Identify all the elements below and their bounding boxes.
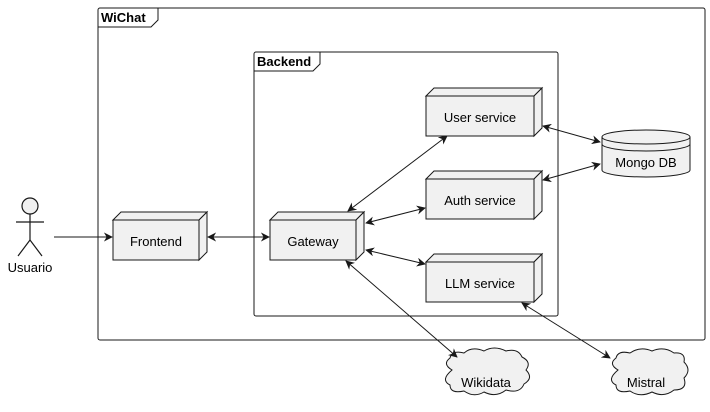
wikidata-cloud: Wikidata	[445, 347, 530, 396]
gateway-label: Gateway	[287, 234, 339, 249]
stick-figure-icon	[16, 197, 44, 257]
usuario-label: Usuario	[8, 260, 53, 275]
user-service-node: User service	[424, 86, 544, 138]
user-service-mongo-db-arrow	[542, 123, 601, 145]
gateway-node: Gateway	[268, 210, 366, 262]
gateway-llm-service-arrow	[365, 247, 426, 267]
gateway-wikidata-arrow	[345, 260, 458, 358]
gateway-user-service-arrow	[347, 135, 448, 212]
mistral-cloud: Mistral	[611, 348, 689, 396]
mistral-label: Mistral	[627, 375, 665, 390]
auth-service-label: Auth service	[444, 193, 516, 208]
gateway-auth-service-arrow	[365, 205, 426, 226]
llm-service-node: LLM service	[424, 252, 544, 304]
usuario-actor: Usuario	[8, 197, 53, 275]
llm-service-mistral-arrow	[521, 302, 611, 359]
mongo-db-database: Mongo DB	[601, 129, 691, 178]
auth-service-node: Auth service	[424, 169, 544, 221]
llm-service-label: LLM service	[445, 276, 515, 291]
frontend-node: Frontend	[111, 210, 209, 262]
cloud-icon	[611, 348, 689, 396]
cloud-icon	[445, 347, 530, 396]
wikidata-label: Wikidata	[461, 375, 512, 390]
frontend-label: Frontend	[130, 234, 182, 249]
user-service-label: User service	[444, 110, 516, 125]
connections	[54, 123, 611, 359]
backend-frame-title: Backend	[257, 54, 311, 69]
wichat-frame-title: WiChat	[101, 10, 146, 25]
mongo-db-label: Mongo DB	[615, 155, 676, 170]
database-cylinder-icon	[601, 129, 691, 178]
auth-service-mongo-db-arrow	[542, 161, 601, 183]
